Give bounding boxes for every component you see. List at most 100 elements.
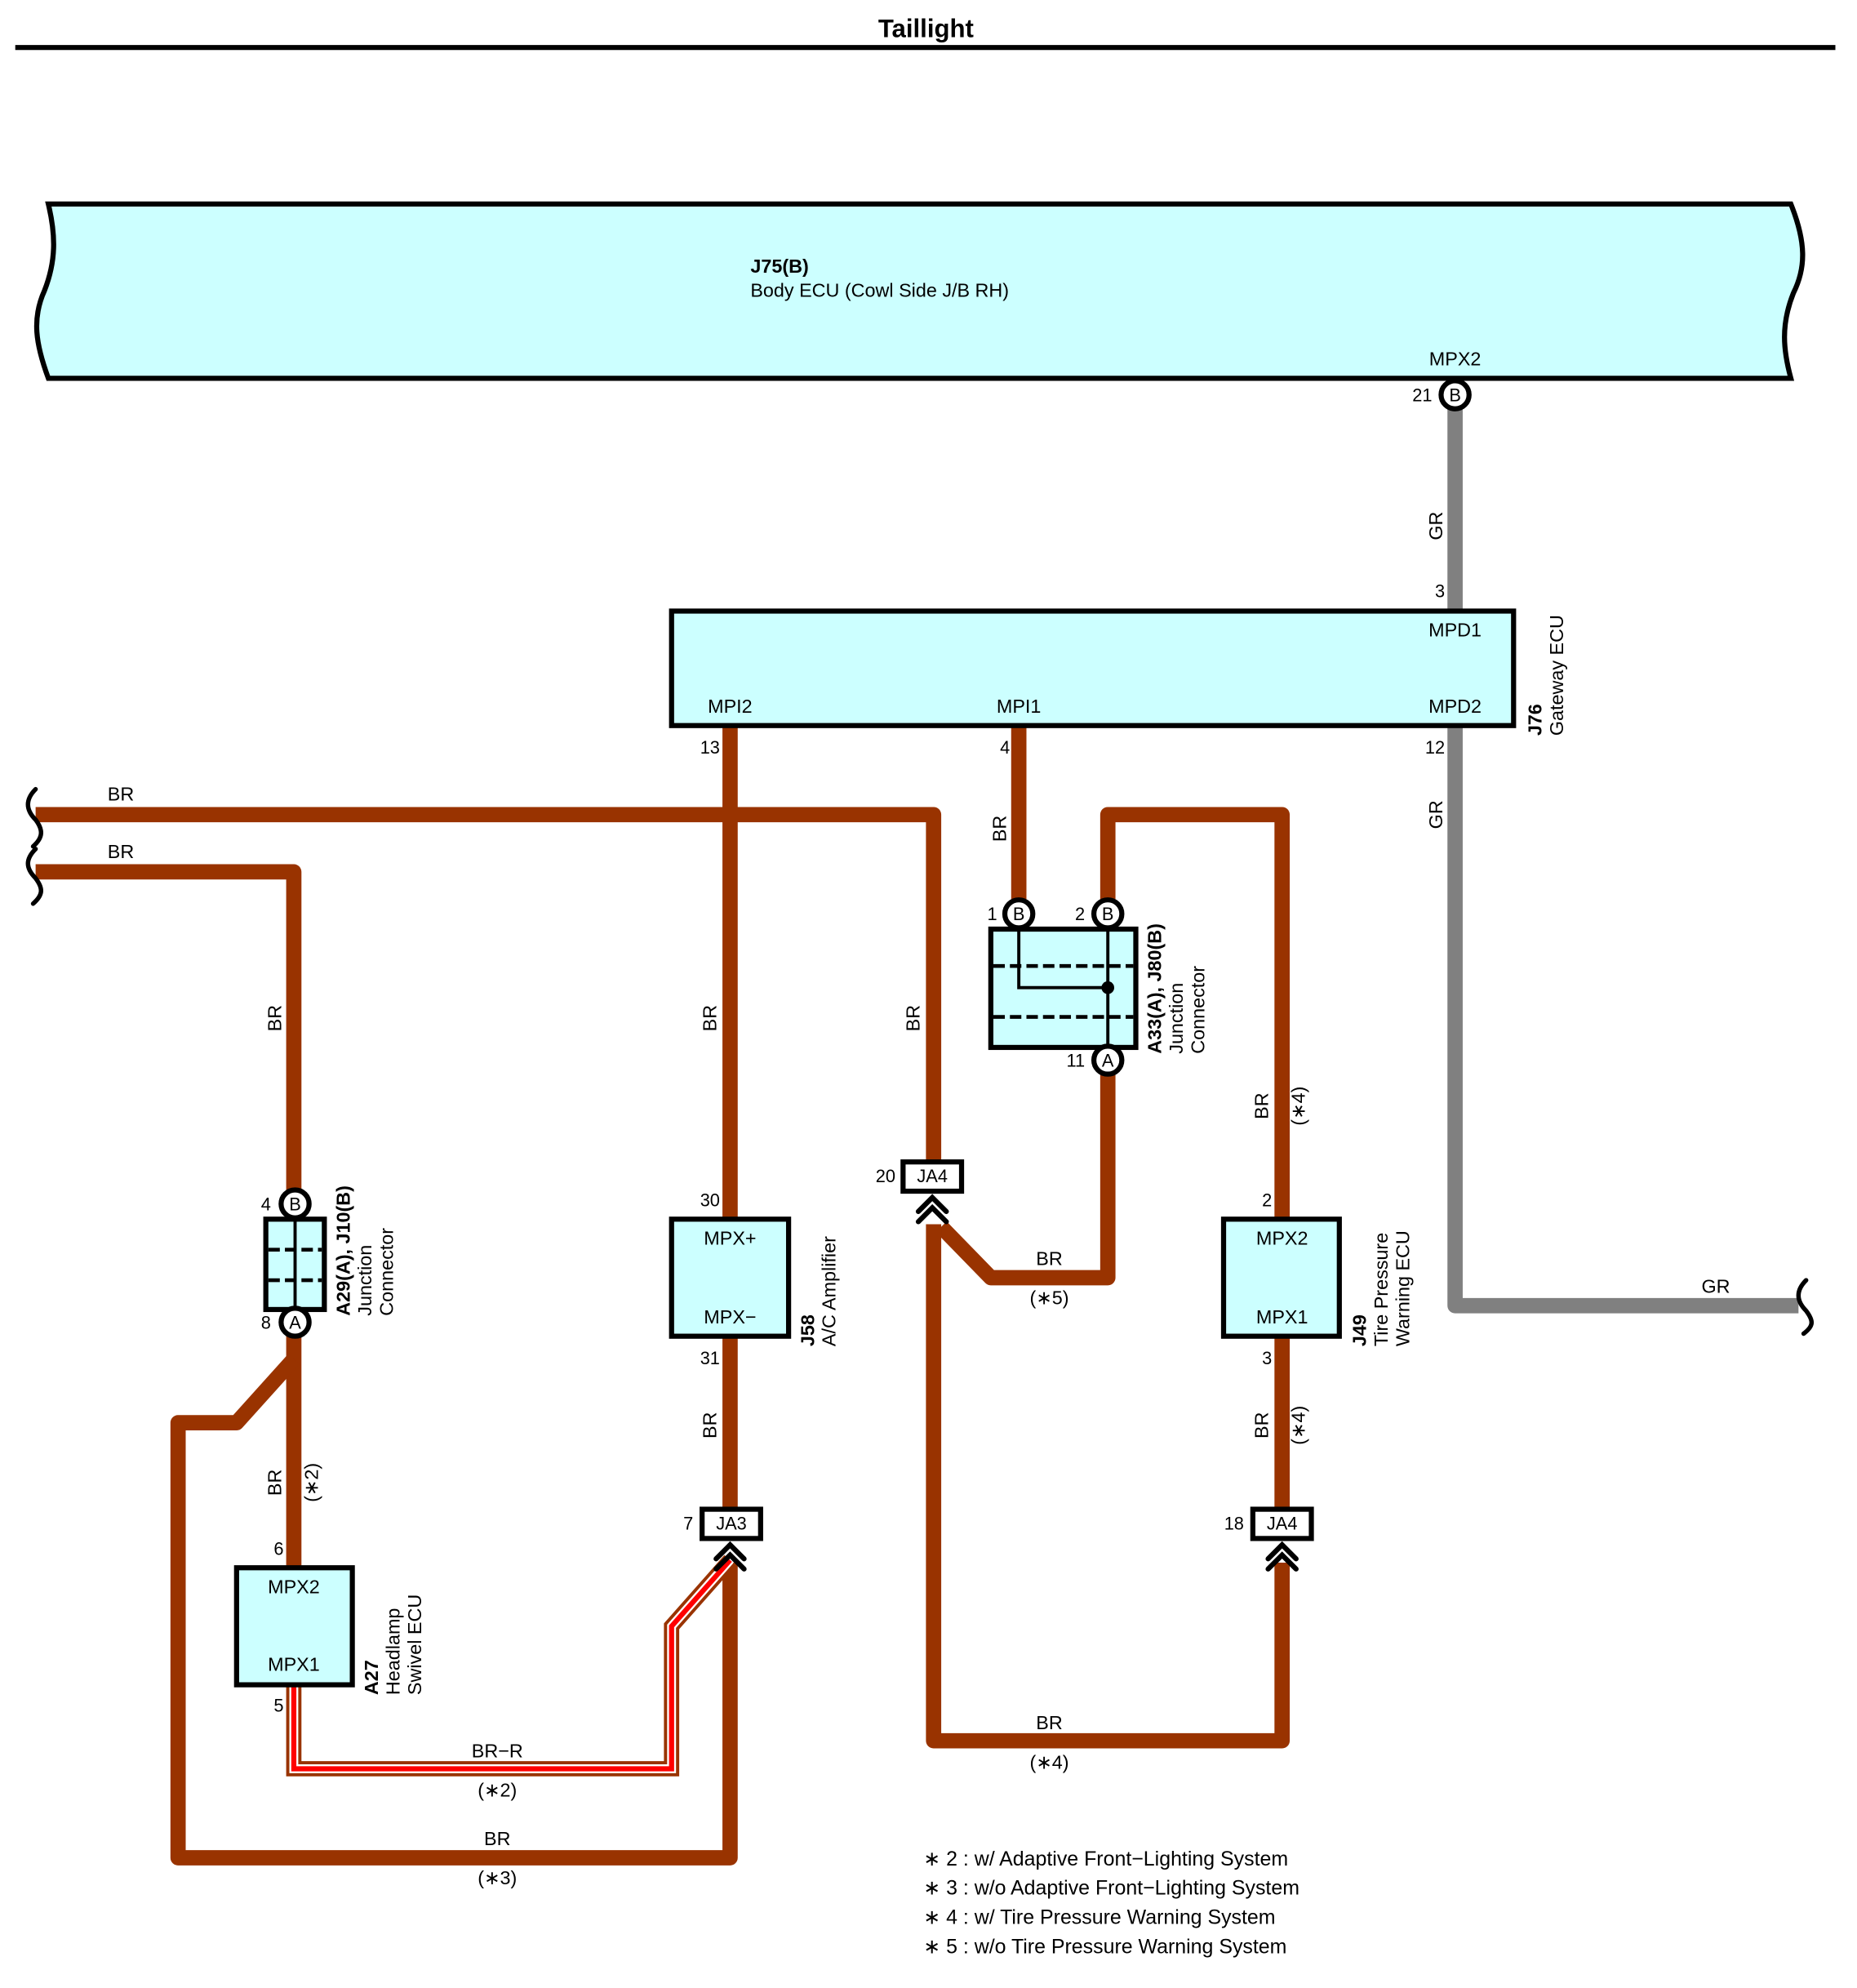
ja4-connector-20[interactable]: JA4 20 [876,1159,965,1225]
wire-br-bypass-star3[interactable] [170,1354,738,1866]
headlamp-ecu-name-1: Headlamp [382,1608,403,1695]
pin-2: 2 [1262,1190,1272,1211]
wire-label-br: BR [108,841,134,862]
svg-text:JA3: JA3 [716,1514,747,1534]
wire-label-br: BR [264,1470,285,1496]
pin-3: 3 [1435,580,1445,601]
terminal-mpd2: MPD2 [1428,696,1482,717]
svg-text:18: 18 [1224,1514,1244,1534]
terminal-mpi2: MPI2 [708,696,753,717]
headlamp-ecu-name-2: Swivel ECU [404,1594,425,1695]
svg-text:JA4: JA4 [917,1166,948,1186]
tpw-ecu-name-1: Tire Pressure [1371,1233,1392,1346]
junction-connector-a29[interactable]: A29(A), J10(B) Junction Connector [263,1185,398,1316]
tpw-ecu-code: J49 [1349,1314,1371,1346]
wire-br-left-second[interactable] [35,864,302,1192]
wire-note-star3: (∗3) [478,1867,517,1888]
footnote: ∗ 5 : w/o Tire Pressure Warning System [923,1935,1286,1958]
terminal-mpx-plus: MPX+ [704,1227,756,1248]
connector-chevron-icon [713,1541,747,1572]
svg-text:B: B [289,1194,301,1214]
connector-chevron-icon [915,1194,949,1225]
footnotes: ∗ 2 : w/ Adaptive Front−Lighting System … [923,1848,1299,1959]
wire-label-br: BR [699,1005,720,1031]
ja4-connector-18[interactable]: JA4 18 [1224,1506,1314,1572]
wire-br-left-top[interactable] [35,807,942,1165]
headlamp-ecu-code: A27 [361,1660,382,1695]
tire-pressure-warning-ecu[interactable]: MPX2 MPX1 2 3 J49 Tire Pressure Warning … [1220,1190,1414,1368]
headlamp-swivel-ecu[interactable]: MPX2 MPX1 6 5 A27 Headlamp Swivel ECU [233,1539,425,1716]
footnote: ∗ 3 : w/o Adaptive Front−Lighting System [923,1877,1299,1900]
svg-text:JA4: JA4 [1267,1514,1298,1534]
wire-label-br: BR [108,784,134,805]
body-ecu-pin-21[interactable]: 21 B [1412,378,1472,411]
svg-text:1: 1 [988,904,997,924]
ac-amp-name: A/C Amplifier [819,1236,840,1346]
jc-a33-pin-2[interactable]: 2 B [1075,897,1125,931]
wire-label-br-r: BR−R [472,1740,523,1761]
jc-a29-name-1: Junction [354,1245,375,1316]
pin-30: 30 [700,1190,720,1211]
svg-text:8: 8 [261,1312,271,1332]
wire-note-star2: (∗2) [478,1780,517,1801]
ac-amplifier[interactable]: MPX+ MPX− 30 31 J58 A/C Amplifier [669,1190,840,1368]
wire-gr-gateway-out[interactable] [1447,725,1799,1314]
jc-a29-pin-8[interactable]: 8 A [261,1305,312,1339]
terminal-mpx2: MPX2 [1256,1227,1308,1248]
wire-br-jc-to-tpw[interactable] [1100,807,1291,1222]
svg-text:B: B [1102,904,1114,924]
jc-a33-pin-11[interactable]: 11 A [1067,1043,1125,1077]
jc-a29-code: A29(A), J10(B) [333,1185,354,1316]
wire-label-br: BR [989,816,1011,842]
wire-label-br: BR [1251,1412,1273,1439]
jc-a33-pin-1[interactable]: 1 B [988,897,1036,931]
svg-text:11: 11 [1067,1050,1086,1070]
ja3-connector-7[interactable]: JA3 7 [683,1506,763,1572]
pin-12: 12 [1425,737,1445,758]
body-ecu[interactable]: J75(B) Body ECU (Cowl Side J/B RH) MPX2 [33,201,1806,381]
wire-label-br: BR [484,1828,510,1849]
svg-text:4: 4 [261,1194,271,1214]
wire-br-jc-to-ja4-star5[interactable] [935,1069,1116,1286]
svg-text:A: A [289,1312,301,1332]
terminal-mpx-minus: MPX− [704,1306,756,1328]
wire-note-star4: (∗4) [1288,1406,1309,1445]
wire-label-br: BR [264,1005,285,1031]
pin-13: 13 [700,737,720,758]
svg-text:B: B [1013,904,1025,924]
terminal-mpd1: MPD1 [1428,620,1482,641]
svg-text:2: 2 [1075,904,1085,924]
wire-label-br: BR [903,1005,924,1031]
wire-break-icon [25,786,43,849]
svg-text:7: 7 [683,1514,693,1534]
gateway-ecu-code: J76 [1525,704,1546,736]
terminal-mpi1: MPI1 [997,696,1042,717]
wire-brr-headlamp-to-ja3[interactable] [286,1554,736,1777]
connector-chevron-icon [1265,1541,1299,1572]
wire-note-star2: (∗2) [301,1463,322,1502]
svg-text:21: 21 [1412,385,1432,405]
wire-label-br: BR [1036,1712,1062,1733]
wire-label-gr: GR [1425,512,1446,540]
wire-break-icon [25,847,43,906]
svg-text:A: A [1102,1050,1114,1070]
ac-amp-code: J58 [797,1314,818,1346]
svg-text:B: B [1449,385,1461,405]
page-title: Taillight [878,15,974,43]
terminal-mpx1: MPX1 [1256,1306,1308,1328]
junction-connector-a33[interactable]: A33(A), J80(B) Junction Connector [988,918,1209,1059]
wire-br-ja4-loop-star4[interactable] [926,1224,1291,1749]
jc-a29-pin-4[interactable]: 4 B [261,1187,312,1221]
wire-label-br: BR [699,1412,720,1439]
pin-4: 4 [1000,737,1010,758]
gateway-ecu[interactable]: MPD1 MPD2 MPI2 MPI1 3 12 13 4 J76 Gatewa… [669,580,1567,758]
wire-break-icon [1796,1278,1815,1336]
wire-note-star4: (∗4) [1288,1087,1309,1126]
pin-5: 5 [273,1695,283,1715]
gateway-ecu-name: Gateway ECU [1546,615,1567,736]
tpw-ecu-name-2: Warning ECU [1393,1230,1414,1346]
pin-6: 6 [273,1539,283,1559]
wire-note-star4: (∗4) [1029,1751,1068,1772]
wire-label-gr: GR [1425,800,1446,829]
